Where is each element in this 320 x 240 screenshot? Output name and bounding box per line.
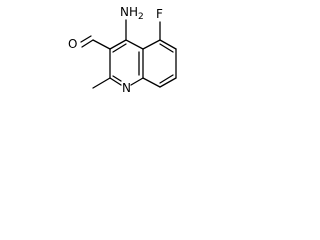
- bond-c8-c8a: [142, 77, 161, 88]
- pyridine-ring: [109, 39, 144, 86]
- molecule-diagram: NH2 F O N: [68, 5, 177, 95]
- bond-cho-o: [81, 39, 94, 48]
- bond-c4a-c5: [142, 39, 161, 50]
- bond-c4-c4a: [125, 39, 144, 50]
- bond-c3-c4: [109, 39, 127, 50]
- bond-c8a-n1: [130, 77, 144, 86]
- bond-n1-c2: [109, 77, 122, 86]
- bond-c3-c4-inner: [112, 43, 127, 53]
- bond-c3-cho: [92, 39, 111, 50]
- bond-c5-c6: [159, 39, 177, 50]
- bond-c7-c8: [159, 77, 177, 88]
- substituent-bonds: [80, 19, 161, 89]
- benzene-ring: [142, 39, 177, 88]
- bond-c5-c6-inner: [159, 43, 174, 53]
- amino-subscript: 2: [138, 12, 144, 22]
- bond-c2-methyl: [92, 77, 111, 89]
- ring-nitrogen-label: N: [122, 81, 131, 95]
- aldehyde-oxygen-label: O: [68, 37, 77, 51]
- bond-cho-o-double: [80, 35, 92, 43]
- bond-c7-c8-inner: [159, 74, 174, 84]
- fluorine-label: F: [156, 7, 163, 21]
- amino-group-label: NH2: [120, 5, 144, 22]
- bond-n1-c2-inner: [112, 75, 122, 82]
